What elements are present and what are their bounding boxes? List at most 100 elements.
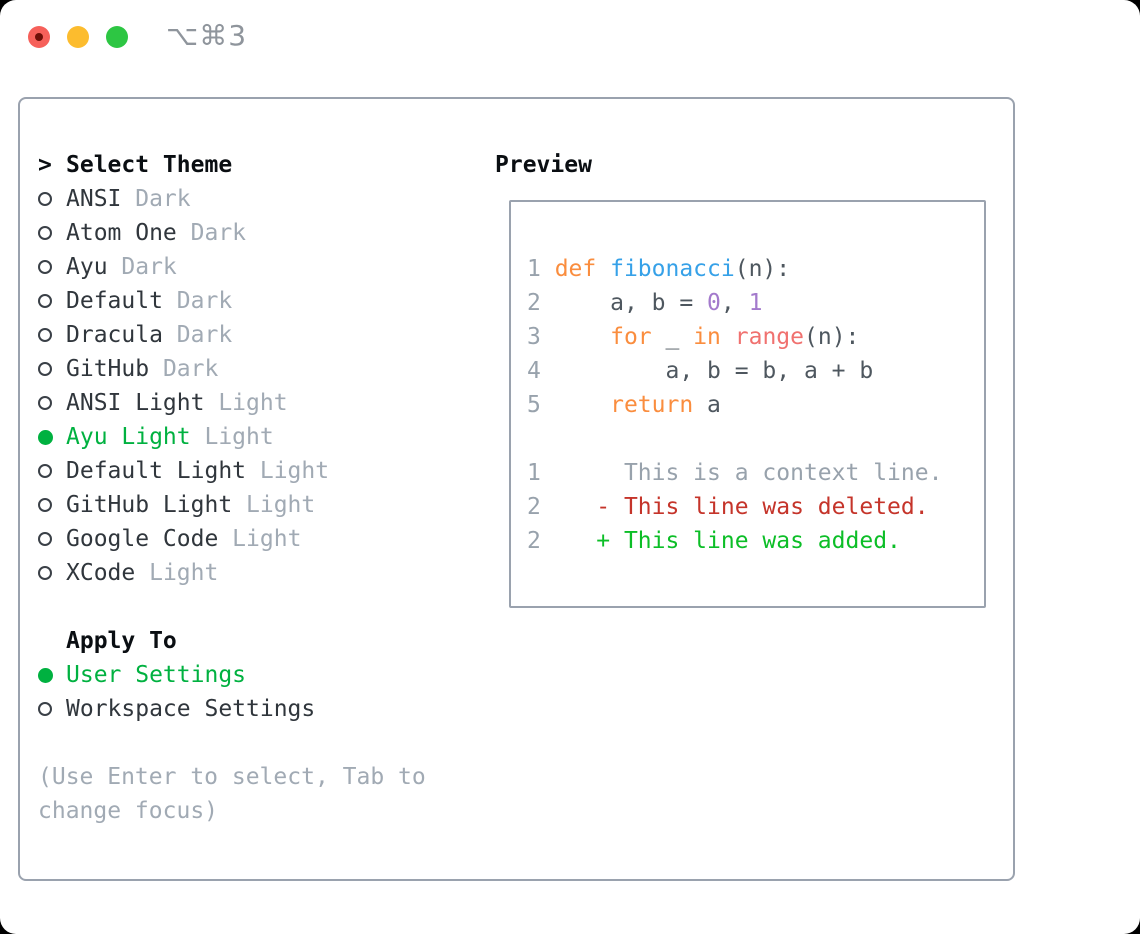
radio-unselected-icon (38, 566, 52, 580)
theme-variant: Light (135, 560, 219, 586)
code-token: , (720, 290, 749, 316)
help-text: (Use Enter to select, Tab to change focus… (38, 760, 426, 828)
code-line: 1 def fibonacci(n): (527, 252, 984, 286)
code-token: 4 (527, 358, 555, 384)
theme-variant: Light (218, 526, 302, 552)
theme-variant: Dark (149, 356, 219, 382)
theme-option[interactable]: ANSI Dark (38, 182, 426, 216)
code-token: fibonacci (610, 256, 735, 282)
maximize-button[interactable] (106, 26, 128, 48)
radio-unselected-icon (38, 328, 52, 342)
code-line: 2 a, b = 0, 1 (527, 286, 984, 320)
theme-name: GitHub Light (66, 492, 233, 518)
theme-name: ANSI (66, 186, 122, 212)
apply-to-title: Apply To (66, 628, 177, 654)
code-line (527, 218, 984, 252)
theme-option[interactable]: Default Dark (38, 284, 426, 318)
theme-name: ANSI Light (66, 390, 205, 416)
theme-name: Ayu (66, 254, 108, 280)
code-token: (n): (804, 324, 860, 350)
help-line: (Use Enter to select, Tab to (38, 764, 426, 790)
code-line: 4 a, b = b, a + b (527, 354, 984, 388)
radio-unselected-icon (38, 294, 52, 308)
code-token: a (693, 392, 721, 418)
theme-option[interactable]: GitHub Dark (38, 352, 426, 386)
radio-selected-icon (38, 429, 53, 445)
option-label: User Settings (66, 662, 247, 688)
minimize-button[interactable] (67, 26, 89, 48)
radio-unselected-icon (38, 192, 52, 206)
window-shortcut-label: ⌥⌘3 (166, 19, 248, 52)
theme-option[interactable]: ANSI Light Light (38, 386, 426, 420)
theme-option[interactable]: XCode Light (38, 556, 426, 590)
code-line: 3 for _ in range(n): (527, 320, 984, 354)
theme-option[interactable]: Ayu Light Light (38, 420, 426, 454)
radio-unselected-icon (38, 532, 52, 546)
theme-variant: Dark (107, 254, 177, 280)
radio-unselected-icon (38, 702, 52, 716)
theme-variant: Dark (121, 186, 191, 212)
theme-variant: Light (190, 424, 274, 450)
code-token: 2 (527, 494, 541, 520)
code-token: 5 (527, 392, 555, 418)
theme-name: Google Code (66, 526, 219, 552)
theme-variant: Light (204, 390, 288, 416)
code-token: for (610, 324, 652, 350)
theme-variant: Dark (162, 322, 233, 348)
code-line: 2 - This line was deleted. (527, 490, 984, 524)
code-token: + This line was added. (540, 528, 901, 554)
select-theme-header: > Select Theme (38, 148, 426, 182)
code-line: 1 This is a context line. (527, 456, 984, 490)
code-token: a, b = b, a + b (554, 358, 874, 384)
code-line: 2 + This line was added. (527, 524, 984, 558)
code-token: - This line was deleted. (540, 494, 929, 520)
theme-option[interactable]: Atom One Dark (38, 216, 426, 250)
select-theme-title: Select Theme (66, 152, 233, 178)
preview-title: Preview (495, 152, 592, 178)
help-line: change focus) (38, 798, 219, 824)
titlebar: ⌥⌘3 (0, 0, 1140, 72)
code-token: in (693, 324, 721, 350)
code-token: 1 (748, 290, 763, 316)
close-button[interactable] (28, 26, 50, 48)
theme-name: Default (66, 288, 163, 314)
apply-option[interactable]: User Settings (38, 658, 426, 692)
theme-option[interactable]: GitHub Light Light (38, 488, 426, 522)
theme-variant: Dark (162, 288, 233, 314)
code-token (721, 324, 735, 350)
radio-unselected-icon (38, 396, 52, 410)
code-token (555, 324, 610, 350)
option-label: Workspace Settings (66, 696, 316, 722)
code-token: 2 (527, 528, 541, 554)
spacer (38, 590, 426, 624)
apply-option[interactable]: Workspace Settings (38, 692, 426, 726)
radio-unselected-icon (38, 260, 52, 274)
apply-to-header: Apply To (38, 624, 426, 658)
theme-option[interactable]: Dracula Dark (38, 318, 426, 352)
code-token: range (734, 324, 804, 350)
code-token: 0 (707, 290, 721, 316)
theme-name: Default Light (66, 458, 247, 484)
theme-option[interactable]: Default Light Light (38, 454, 426, 488)
code-token: 1 (527, 460, 541, 486)
theme-name: Atom One (66, 220, 177, 246)
theme-name: XCode (66, 560, 136, 586)
radio-selected-icon (38, 667, 53, 683)
preview-header: Preview (495, 148, 592, 182)
code-token: a, b = (554, 290, 708, 316)
theme-variant: Light (246, 458, 330, 484)
theme-variant: Light (232, 492, 316, 518)
code-token (555, 392, 610, 418)
theme-option[interactable]: Google Code Light (38, 522, 426, 556)
radio-unselected-icon (38, 498, 52, 512)
code-token: 1 (527, 256, 555, 282)
spacer (38, 726, 426, 760)
theme-option[interactable]: Ayu Dark (38, 250, 426, 284)
focus-caret: > (38, 152, 52, 178)
theme-variant: Dark (176, 220, 247, 246)
